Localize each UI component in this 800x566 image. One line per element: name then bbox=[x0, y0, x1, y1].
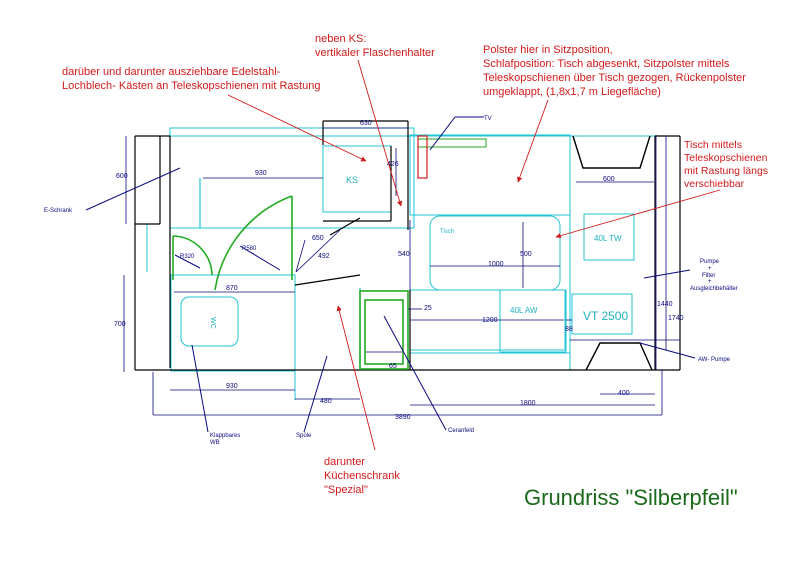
dim-25: 25 bbox=[424, 305, 432, 312]
dim-65: 65 bbox=[389, 363, 397, 370]
ann-kitchen-0: darunter bbox=[324, 456, 365, 468]
ann-kitchen-2: "Spezial" bbox=[324, 484, 368, 496]
label-pumpe-2: Filter bbox=[702, 273, 715, 279]
label-pumpe-4: Ausgleichbehälter bbox=[690, 286, 738, 292]
dim-426: 426 bbox=[387, 161, 399, 168]
label-klappbares-0: Klappbares bbox=[210, 433, 240, 439]
dim-1200: 1200 bbox=[482, 317, 498, 324]
label-pumpe-0: Pumpe bbox=[700, 259, 720, 265]
label-ceranfeld: Ceranfeld bbox=[448, 428, 474, 434]
blue-leaders bbox=[85, 116, 696, 433]
ann-bottle-0: neben KS: bbox=[315, 33, 366, 45]
ann-drawers-1: Lochblech- Kästen an Teleskopschienen mi… bbox=[62, 80, 320, 92]
dimension-labels: 630 600 930 426 650 492 540 870 700 930 … bbox=[114, 120, 684, 421]
label-aw-pumpe: AW- Pumpe bbox=[698, 357, 731, 363]
dim-600-left: 600 bbox=[116, 173, 128, 180]
dim-500: 500 bbox=[520, 251, 532, 258]
label-spuele: Spüle bbox=[296, 433, 312, 439]
ann-cushion-2: Teleskopschienen über Tisch gezogen, Rüc… bbox=[483, 72, 746, 84]
partitions bbox=[294, 135, 411, 370]
label-tank-tw: 40L TW bbox=[594, 234, 622, 243]
ann-drawers-0: darüber und darunter ausziehbare Edelsta… bbox=[62, 66, 281, 78]
dim-1000: 1000 bbox=[488, 261, 504, 268]
fixture-labels: KS Tisch 40L TW 40L AW VT 2500 WC bbox=[209, 175, 628, 329]
dim-630: 630 bbox=[360, 120, 372, 127]
tv-and-bottle bbox=[417, 135, 487, 179]
label-tank-aw: 40L AW bbox=[510, 306, 538, 315]
dim-870: 870 bbox=[226, 285, 238, 292]
label-r580: R580 bbox=[242, 246, 257, 252]
dim-492: 492 bbox=[318, 253, 330, 260]
dim-3890: 3890 bbox=[395, 414, 411, 421]
ann-table-2: mit Rastung längs bbox=[684, 165, 768, 177]
dim-930-top: 930 bbox=[255, 170, 267, 177]
label-r320: R320 bbox=[180, 254, 195, 260]
cyan-fixtures bbox=[146, 127, 660, 400]
label-pumpe-1: + bbox=[708, 266, 712, 272]
label-klappbares-1: WB bbox=[210, 440, 220, 446]
dimension-lines bbox=[123, 127, 680, 416]
ann-table-0: Tisch mittels bbox=[684, 139, 742, 151]
label-ks: KS bbox=[346, 175, 358, 185]
ann-table-3: verschiebbar bbox=[684, 178, 745, 190]
label-tisch: Tisch bbox=[440, 229, 454, 235]
equipment-labels: E-Schrank TV R320 R580 Pumpe + Filter + … bbox=[44, 116, 738, 446]
annotations: darüber und darunter ausziehbare Edelsta… bbox=[62, 33, 768, 496]
annotation-arrows bbox=[227, 59, 721, 451]
dim-600-right: 600 bbox=[603, 176, 615, 183]
label-wc: WC bbox=[209, 317, 216, 329]
dim-1440: 1440 bbox=[657, 301, 673, 308]
dim-650: 650 bbox=[312, 235, 324, 242]
outer-walls bbox=[134, 120, 681, 371]
dim-88: 88 bbox=[565, 326, 573, 333]
ann-bottle-1: vertikaler Flaschenhalter bbox=[315, 47, 435, 59]
ann-kitchen-1: Küchenschrank bbox=[324, 470, 400, 482]
label-e-schrank: E-Schrank bbox=[44, 208, 73, 214]
ann-table-1: Teleskopschienen bbox=[684, 152, 768, 164]
label-tv: TV bbox=[484, 116, 492, 122]
green-elements bbox=[172, 195, 409, 370]
diagram-title: Grundriss "Silberpfeil" bbox=[524, 485, 738, 510]
dim-1800: 1800 bbox=[520, 400, 536, 407]
label-pumpe-3: + bbox=[708, 279, 712, 285]
dim-700: 700 bbox=[114, 321, 126, 328]
dim-400: 400 bbox=[618, 390, 630, 397]
ann-cushion-0: Polster hier in Sitzposition, bbox=[483, 44, 613, 56]
ann-cushion-3: umgeklappt, (1,8x1,7 m Liegefläche) bbox=[483, 86, 661, 98]
dim-480: 480 bbox=[320, 398, 332, 405]
dim-540: 540 bbox=[398, 251, 410, 258]
dim-930-bottom: 930 bbox=[226, 383, 238, 390]
label-vt: VT 2500 bbox=[583, 309, 628, 323]
wheel-wells bbox=[572, 135, 653, 371]
ann-cushion-1: Schlafposition: Tisch abgesenkt, Sitzpol… bbox=[483, 58, 730, 70]
dim-1740: 1740 bbox=[668, 315, 684, 322]
